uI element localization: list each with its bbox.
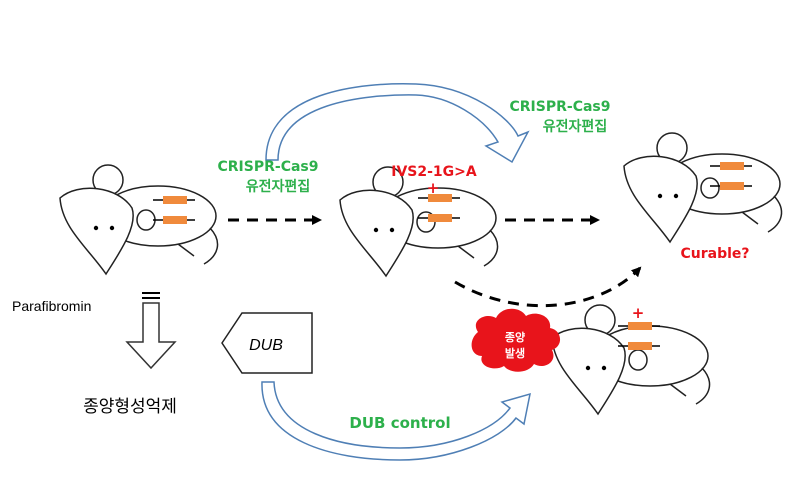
dub-pentagon (221, 312, 313, 374)
dub-label: DUB (249, 337, 283, 354)
dub-control-label: DUB control (349, 414, 450, 432)
mouse-cured-icon (623, 132, 783, 243)
editing-top-label: 유전자편집 (543, 118, 607, 135)
crispr-left-label: CRISPR-Cas9 (218, 159, 319, 175)
crispr-top-label: CRISPR-Cas9 (510, 99, 611, 115)
mutation-plus-mark: + (427, 179, 440, 197)
tumor-occurrence-line1: 종양 (505, 330, 525, 344)
tumor-plus-mark: + (632, 304, 645, 322)
mutation-label: IVS2-1G>A (391, 164, 477, 180)
mouse-mutant-icon (339, 166, 499, 277)
editing-left-label: 유전자편집 (246, 178, 310, 195)
tumor-cloud (471, 308, 561, 372)
curable-label: Curable? (680, 246, 749, 262)
parafibromin-label: Parafibromin (12, 298, 91, 314)
tumor-suppression-label: 종양형성억제 (83, 397, 177, 417)
curved-arrow-top (265, 83, 530, 164)
tumor-occurrence-line2: 발생 (505, 346, 525, 360)
down-arrow-icon (125, 292, 177, 370)
dashed-arrow-curable (454, 266, 642, 308)
curved-arrow-bottom (261, 381, 531, 461)
